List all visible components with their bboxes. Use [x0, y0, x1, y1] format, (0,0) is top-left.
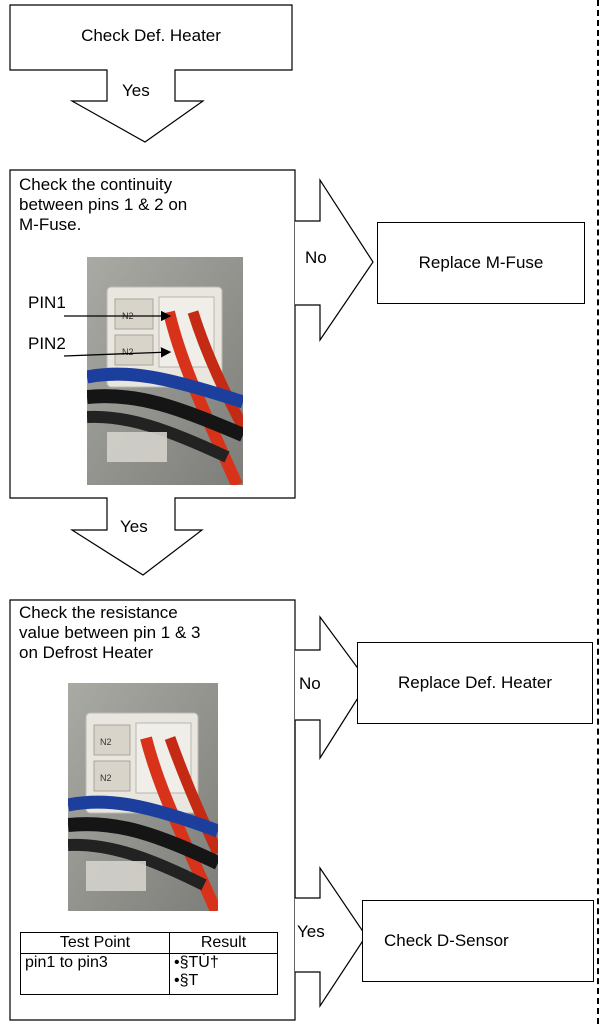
- node-check-def-heater: Check Def. Heater: [81, 26, 221, 45]
- svg-text:N2: N2: [122, 347, 134, 357]
- edge-label-no-1: No: [305, 248, 327, 267]
- connector-photo-1: N2 N2: [87, 257, 243, 485]
- edge-label-yes-2: Yes: [120, 517, 148, 536]
- down-arrow-1: [9, 4, 293, 143]
- edge-label-yes-3: Yes: [297, 922, 325, 941]
- result-line: •§TÚ†: [174, 954, 219, 971]
- edge-label-no-2: No: [299, 674, 321, 693]
- table-cell-test-point: pin1 to pin3: [20, 953, 170, 995]
- node-text-line: Check the continuity: [19, 175, 173, 194]
- node-replace-def-heater: Replace Def. Heater: [357, 642, 593, 724]
- node-text-line: value between pin 1 & 3: [19, 623, 201, 642]
- node-text-line: M-Fuse.: [19, 215, 82, 234]
- table-cell-result: •§TÚ† •§T: [169, 953, 278, 995]
- table-row: pin1 to pin3 •§TÚ† •§T: [20, 953, 278, 995]
- node-text-line: Check the resistance: [19, 603, 178, 622]
- node-text-line: on Defrost Heater: [19, 643, 154, 662]
- svg-text:N2: N2: [100, 773, 112, 783]
- table-header-test-point: Test Point: [20, 932, 170, 954]
- test-point-table: Test Point Result pin1 to pin3 •§TÚ† •§T: [20, 932, 278, 995]
- node-check-dsensor: Check D-Sensor: [362, 900, 594, 982]
- pin1-label: PIN1: [28, 293, 66, 312]
- node-check-resistance: Check the resistance value between pin 1…: [19, 603, 294, 663]
- node-replace-mfuse: Replace M-Fuse: [377, 222, 585, 304]
- connector-photo-2: N2 N2: [68, 683, 218, 911]
- page-margin-line: [597, 0, 599, 1024]
- node-text-line: between pins 1 & 2 on: [19, 195, 188, 214]
- table-header-row: Test Point Result: [20, 932, 278, 954]
- table-header-result: Result: [169, 932, 278, 954]
- svg-text:N2: N2: [100, 737, 112, 747]
- node-check-continuity: Check the continuity between pins 1 & 2 …: [19, 175, 289, 235]
- result-line: •§T: [174, 972, 199, 989]
- edge-label-yes-1: Yes: [122, 81, 150, 100]
- pin2-label: PIN2: [28, 334, 66, 353]
